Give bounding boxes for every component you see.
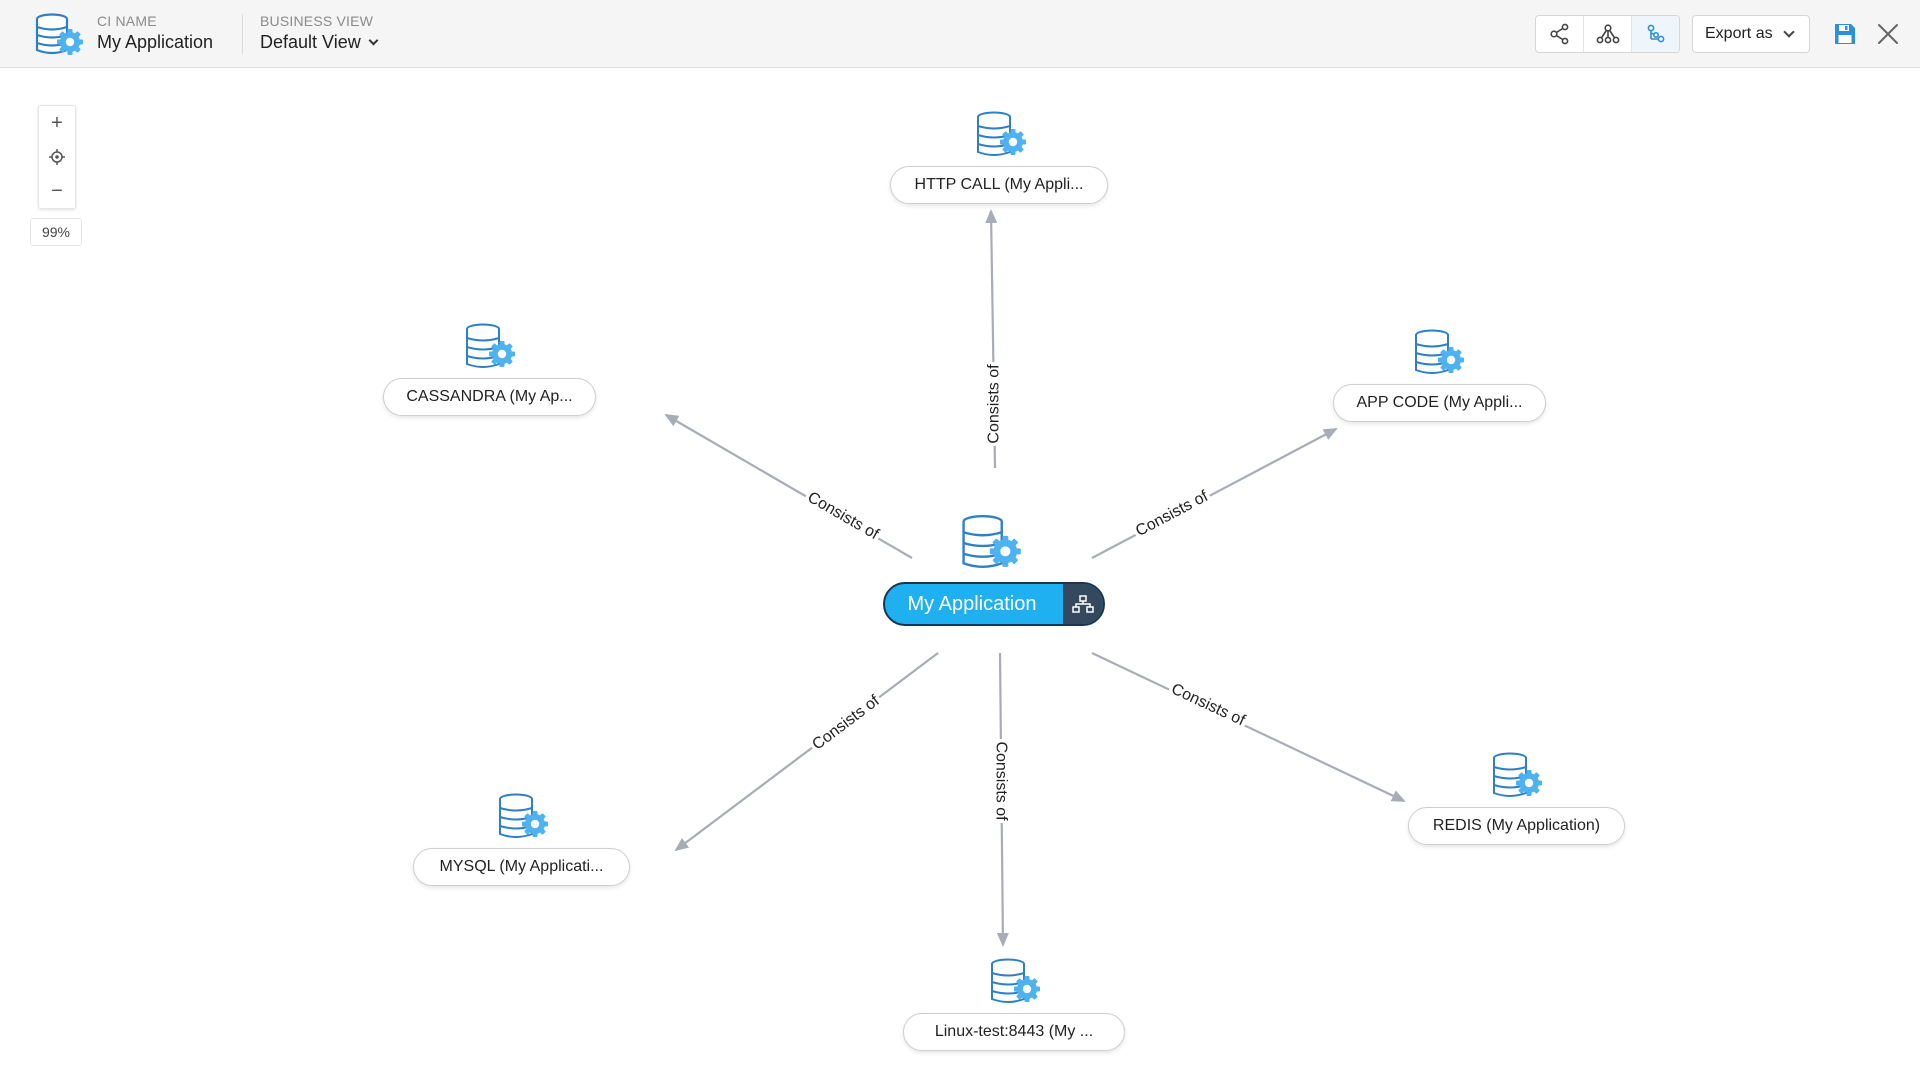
center-node-my-application[interactable]: My Application: [883, 582, 1105, 626]
recenter-button[interactable]: [39, 140, 75, 174]
hierarchy-layout-icon: [1647, 24, 1664, 43]
header-bar: CI NAME My Application BUSINESS VIEW Def…: [0, 0, 1920, 68]
business-view-value: Default View: [260, 32, 361, 52]
database-gear-icon: [1415, 329, 1464, 374]
graph-edges: Consists of Consists of Consists of Cons…: [664, 209, 1406, 947]
save-icon[interactable]: [1832, 21, 1858, 47]
node-cassandra[interactable]: CASSANDRA (My Ap...: [383, 378, 596, 416]
database-gear-icon: [991, 958, 1040, 1003]
node-linux-test[interactable]: Linux-test:8443 (My ...: [903, 1013, 1125, 1051]
zoom-out-button[interactable]: −: [39, 174, 75, 208]
chevron-down-icon: [1783, 26, 1795, 38]
tree-layout-button[interactable]: [1584, 16, 1632, 52]
sitemap-button[interactable]: [1063, 584, 1103, 624]
edge-mysql: [674, 652, 939, 852]
ci-name-block: CI NAME My Application: [97, 13, 213, 53]
business-view-caption: BUSINESS VIEW: [260, 13, 374, 29]
export-as-label: Export as: [1705, 25, 1773, 42]
edge-label-redis: Consists of: [1169, 681, 1248, 730]
business-view-dropdown[interactable]: Default View: [260, 32, 379, 53]
export-as-dropdown[interactable]: Export as: [1692, 15, 1810, 53]
edge-redis: [1091, 652, 1406, 802]
database-gear-icon: [499, 793, 548, 838]
node-app-code[interactable]: APP CODE (My Appli...: [1333, 384, 1546, 422]
database-gear-icon: [1493, 752, 1542, 797]
sitemap-icon: [1072, 595, 1094, 613]
edge-app-code: [1091, 428, 1338, 559]
ci-name-caption: CI NAME: [97, 13, 157, 29]
radial-layout-icon: [1549, 23, 1568, 45]
zoom-level: 99%: [30, 218, 82, 246]
zoom-in-button[interactable]: +: [39, 106, 75, 140]
database-gear-icon: [35, 13, 83, 55]
database-gear-icon: [962, 514, 1021, 569]
edge-label-mysql: Consists of: [809, 692, 883, 754]
chevron-down-icon: [368, 35, 379, 46]
tree-layout-icon: [1596, 24, 1619, 44]
edge-label-app-code: Consists of: [1133, 488, 1211, 540]
radial-layout-button[interactable]: [1536, 16, 1584, 52]
ci-name-value: My Application: [97, 32, 214, 52]
header-divider: [242, 14, 243, 54]
close-icon[interactable]: [1875, 21, 1901, 47]
layout-switcher: [1535, 15, 1680, 53]
edge-label-http-call: Consists of: [986, 364, 1003, 444]
edge-label-linux-test: Consists of: [993, 741, 1010, 821]
edge-label-cassandra: Consists of: [804, 489, 882, 544]
crosshair-icon: [49, 149, 65, 165]
database-gear-icon: [466, 323, 515, 368]
node-redis[interactable]: REDIS (My Application): [1408, 807, 1625, 845]
database-gear-icon: [977, 111, 1026, 156]
node-http-call[interactable]: HTTP CALL (My Appli...: [890, 166, 1108, 204]
relationship-graph[interactable]: Consists of Consists of Consists of Cons…: [0, 68, 1920, 1080]
hierarchy-layout-button[interactable]: [1632, 16, 1679, 52]
minus-icon: −: [51, 179, 63, 202]
node-mysql[interactable]: MYSQL (My Applicati...: [413, 848, 630, 886]
zoom-control: + −: [38, 105, 76, 209]
business-view-block: BUSINESS VIEW Default View: [260, 13, 379, 53]
center-node-label: My Application: [907, 592, 1037, 615]
plus-icon: +: [51, 111, 63, 134]
